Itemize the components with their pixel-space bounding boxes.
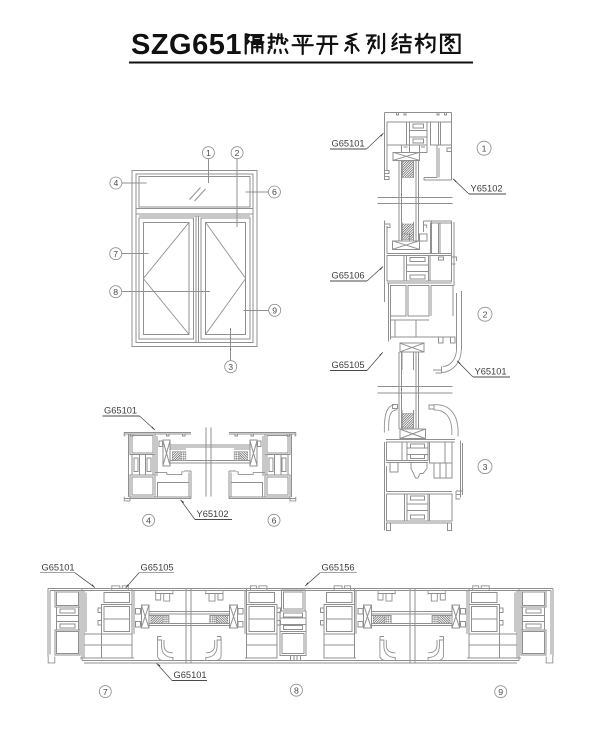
svg-text:2: 2 [483, 309, 488, 319]
svg-text:6: 6 [272, 187, 277, 197]
svg-text:3: 3 [483, 462, 488, 472]
svg-text:Y65101: Y65101 [475, 367, 507, 377]
svg-text:G65101: G65101 [104, 406, 137, 416]
svg-text:1: 1 [482, 143, 487, 153]
svg-text:G65105: G65105 [332, 360, 365, 370]
svg-text:G65106: G65106 [332, 271, 365, 281]
svg-text:G65105: G65105 [141, 562, 174, 572]
svg-text:G65101: G65101 [174, 670, 207, 680]
svg-text:3: 3 [228, 362, 233, 372]
svg-text:1: 1 [206, 148, 211, 158]
svg-text:G65156: G65156 [322, 562, 355, 572]
svg-text:Y65102: Y65102 [197, 509, 229, 519]
svg-text:2: 2 [235, 148, 240, 158]
svg-text:9: 9 [272, 306, 277, 316]
svg-text:SZG651: SZG651 [131, 29, 242, 61]
svg-text:7: 7 [113, 249, 118, 259]
svg-text:4: 4 [113, 178, 118, 188]
svg-text:9: 9 [498, 687, 503, 697]
svg-text:6: 6 [272, 516, 277, 526]
svg-text:7: 7 [103, 687, 108, 697]
svg-text:G65101: G65101 [332, 139, 365, 149]
svg-text:G65101: G65101 [42, 562, 75, 572]
svg-text:4: 4 [146, 516, 151, 526]
svg-text:8: 8 [113, 287, 118, 297]
svg-text:8: 8 [294, 685, 299, 695]
svg-text:Y65102: Y65102 [471, 184, 503, 194]
